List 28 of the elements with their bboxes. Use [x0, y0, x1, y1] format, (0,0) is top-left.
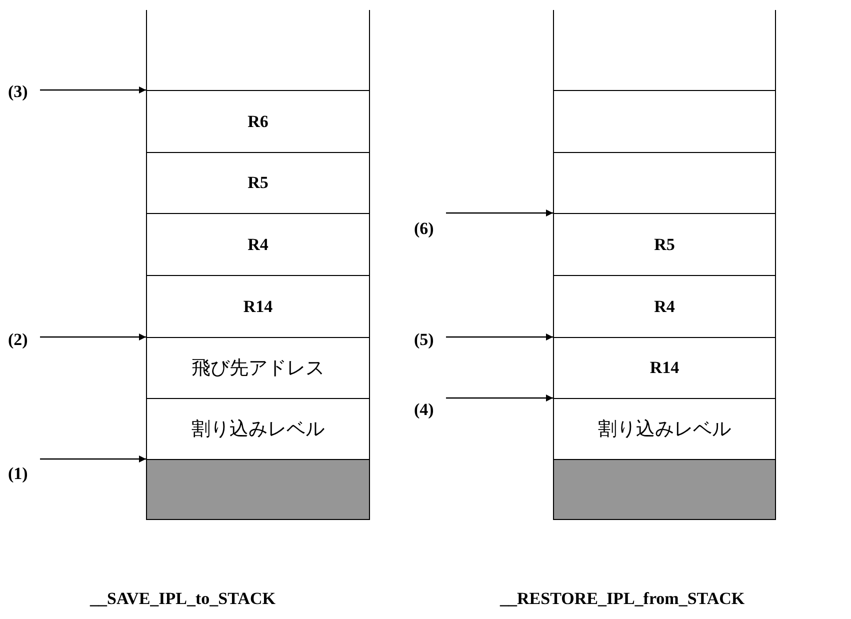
memory-stack — [553, 10, 776, 520]
cell-text: 割り込みレベル — [192, 416, 324, 442]
cell-text: R6 — [248, 110, 268, 133]
shaded-stack-cell — [147, 459, 369, 520]
step-label: (2) — [8, 327, 40, 352]
cell-text: 飛び先アドレス — [192, 356, 324, 381]
arrow — [446, 210, 553, 216]
step-label: (6) — [414, 216, 446, 242]
arrow — [40, 334, 146, 340]
cell-text: R14 — [243, 296, 273, 318]
arrow — [446, 394, 553, 402]
step-label: (3) — [8, 79, 40, 104]
step-label: (5) — [414, 327, 446, 352]
arrow — [446, 334, 553, 340]
cell-text: R5 — [248, 172, 268, 194]
memory-stack — [146, 10, 370, 520]
cell-text: R4 — [654, 296, 675, 318]
stack-title: __SAVE_IPL_to_STACK — [90, 588, 276, 610]
cell-text: R4 — [248, 234, 268, 256]
cell-text: 割り込みレベル — [598, 416, 731, 442]
cell-text: R14 — [650, 357, 680, 380]
step-label: (1) — [8, 461, 40, 486]
stack-title: __RESTORE_IPL_from_STACK — [500, 588, 745, 610]
arrow — [40, 456, 146, 462]
step-label: (4) — [414, 397, 446, 422]
cell-text: R5 — [654, 234, 675, 256]
arrow — [40, 86, 146, 94]
shaded-stack-cell — [554, 459, 775, 520]
